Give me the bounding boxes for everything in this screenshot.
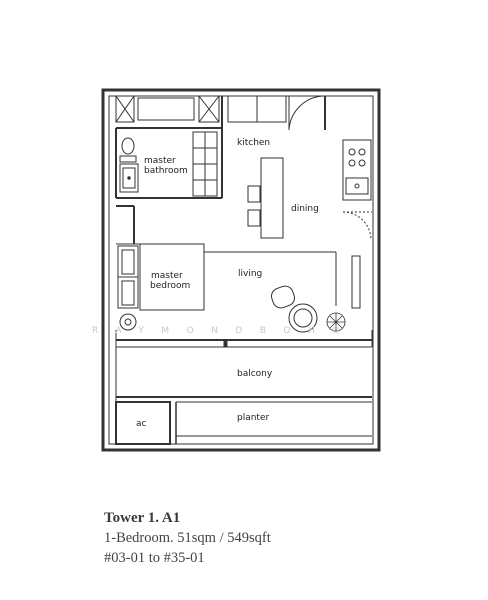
- bed: [139, 243, 205, 311]
- label-master-bedroom-2: bedroom: [150, 281, 190, 291]
- shaft-left: [115, 95, 135, 123]
- dining-table: [260, 157, 284, 239]
- label-kitchen: kitchen: [237, 138, 270, 148]
- unit-title: Tower 1. A1: [104, 510, 181, 526]
- dining-chair: [247, 185, 261, 203]
- ac-ledge: [115, 401, 171, 445]
- toilet: [121, 137, 135, 155]
- label-living: living: [238, 269, 262, 279]
- lounge-chair: [270, 285, 296, 309]
- label-balcony: balcony: [237, 369, 273, 379]
- dining-chair: [247, 209, 261, 227]
- label-ac: ac: [136, 419, 147, 429]
- plant-icon: [326, 312, 346, 332]
- basin: [119, 163, 139, 193]
- label-planter: planter: [237, 413, 269, 423]
- label-dining: dining: [291, 204, 319, 214]
- watermark: RAYMONDBOHO: [92, 326, 357, 336]
- bathtub: [137, 97, 195, 121]
- outer-wall: [101, 88, 381, 452]
- label-master-bathroom-1: master: [144, 156, 176, 166]
- tv-console: [351, 255, 361, 309]
- label-master-bedroom-1: master: [151, 271, 183, 281]
- lounge-chair: [288, 303, 318, 333]
- lamp-icon: [119, 313, 137, 331]
- shaft-mid: [198, 95, 220, 123]
- unit-size: 1-Bedroom. 51sqm / 549sqft: [104, 530, 271, 546]
- unit-numbers: #03-01 to #35-01: [104, 550, 205, 566]
- cooker-counter: [342, 139, 372, 201]
- label-master-bathroom-2: bathroom: [144, 166, 188, 176]
